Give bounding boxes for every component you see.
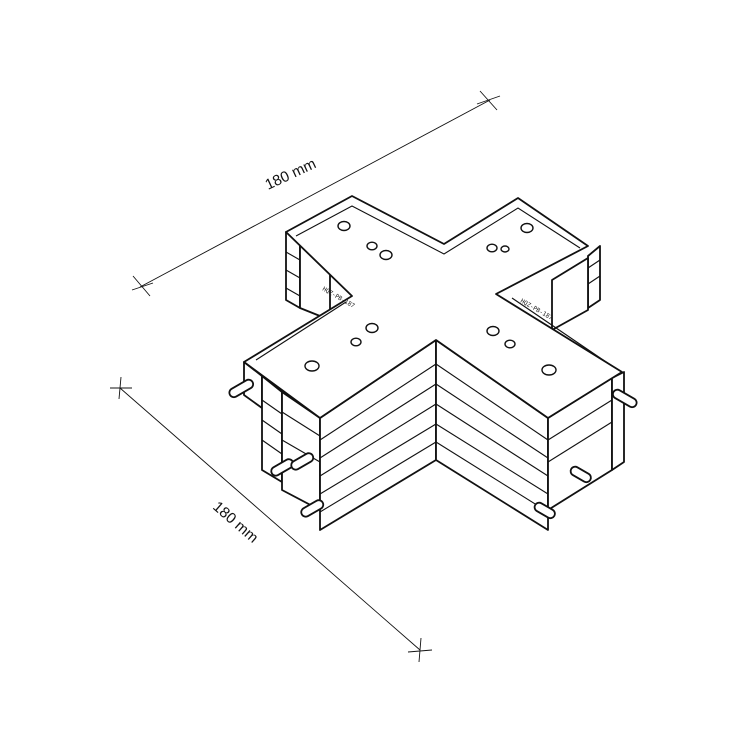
cross-top-face	[243, 195, 623, 419]
pin-left-bottom-2	[290, 452, 315, 471]
pin-right-bottom-1	[569, 465, 592, 484]
mounting-holes	[304, 220, 557, 376]
cross-top-inner-border	[295, 205, 581, 255]
pin-left-top	[228, 378, 255, 399]
dimension-left-label: 180 mm	[209, 498, 261, 546]
back-right-arm-side	[551, 245, 601, 331]
pin-right-top	[611, 388, 638, 409]
connector-pins	[228, 378, 638, 520]
front-left-arm-body	[243, 361, 321, 511]
dimension-top-label: 180 mm	[263, 155, 319, 193]
pin-right-bottom-2	[533, 501, 556, 520]
pin-left-bottom-3	[300, 499, 325, 518]
